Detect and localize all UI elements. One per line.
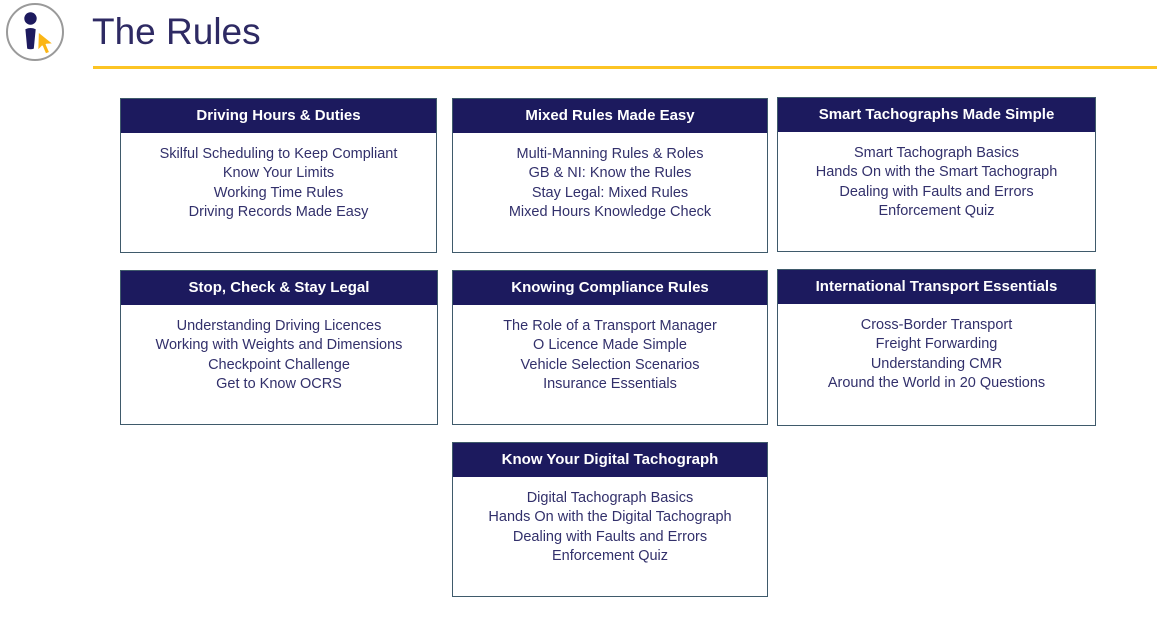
list-item[interactable]: Dealing with Faults and Errors <box>839 183 1034 200</box>
topic-card-mixed-rules-made-easy[interactable]: Mixed Rules Made Easy Multi-Manning Rule… <box>452 98 768 253</box>
list-item[interactable]: Understanding Driving Licences <box>176 318 382 334</box>
card-title: Know Your Digital Tachograph <box>453 443 767 477</box>
topic-card-know-your-digital-tachograph[interactable]: Know Your Digital Tachograph Digital Tac… <box>452 442 768 597</box>
list-item[interactable]: Vehicle Selection Scenarios <box>520 356 700 373</box>
card-item-list: Multi-Manning Rules & Roles GB & NI: Kno… <box>453 133 767 233</box>
topic-card-international-transport-essentials[interactable]: International Transport Essentials Cross… <box>777 269 1096 426</box>
info-person-cursor-icon <box>6 3 64 61</box>
card-title: Stop, Check & Stay Legal <box>121 271 437 305</box>
list-item[interactable]: The Role of a Transport Manager <box>503 318 717 334</box>
list-item[interactable]: Stay Legal: Mixed Rules <box>531 184 689 201</box>
list-item[interactable]: Smart Tachograph Basics <box>854 145 1019 161</box>
list-item[interactable]: GB & NI: Know the Rules <box>528 165 692 182</box>
list-item[interactable]: Multi-Manning Rules & Roles <box>516 146 704 162</box>
card-item-list: Digital Tachograph Basics Hands On with … <box>453 477 767 577</box>
list-item[interactable]: Enforcement Quiz <box>878 203 995 220</box>
card-title: Knowing Compliance Rules <box>453 271 767 305</box>
card-title: Mixed Rules Made Easy <box>453 99 767 133</box>
page-title: The Rules <box>92 11 261 52</box>
card-title: International Transport Essentials <box>778 270 1095 304</box>
list-item[interactable]: Digital Tachograph Basics <box>526 490 694 506</box>
list-item[interactable]: Mixed Hours Knowledge Check <box>508 204 712 221</box>
list-item[interactable]: Skilful Scheduling to Keep Compliant <box>159 146 398 162</box>
list-item[interactable]: Driving Records Made Easy <box>188 204 369 221</box>
topic-card-smart-tachographs-made-simple[interactable]: Smart Tachographs Made Simple Smart Tach… <box>777 97 1096 252</box>
list-item[interactable]: Cross-Border Transport <box>860 317 1013 333</box>
topic-card-knowing-compliance-rules[interactable]: Knowing Compliance Rules The Role of a T… <box>452 270 768 425</box>
list-item[interactable]: Around the World in 20 Questions <box>827 375 1046 392</box>
list-item[interactable]: Working with Weights and Dimensions <box>155 337 403 354</box>
card-item-list: Skilful Scheduling to Keep Compliant Kno… <box>121 133 436 233</box>
card-title: Driving Hours & Duties <box>121 99 436 133</box>
list-item[interactable]: Enforcement Quiz <box>551 548 669 565</box>
topic-card-driving-hours-duties[interactable]: Driving Hours & Duties Skilful Schedulin… <box>120 98 437 253</box>
card-item-list: The Role of a Transport Manager O Licenc… <box>453 305 767 405</box>
page-header: The Rules <box>0 0 1174 80</box>
list-item[interactable]: Get to Know OCRS <box>216 376 342 393</box>
logo-glyph <box>24 12 55 55</box>
list-item[interactable]: Checkpoint Challenge <box>208 356 350 373</box>
topic-card-stop-check-stay-legal[interactable]: Stop, Check & Stay Legal Understanding D… <box>120 270 438 425</box>
card-item-list: Understanding Driving Licences Working w… <box>121 305 437 405</box>
list-item[interactable]: Understanding CMR <box>870 355 1003 372</box>
list-item[interactable]: O Licence Made Simple <box>533 337 687 354</box>
list-item[interactable]: Freight Forwarding <box>875 336 998 353</box>
card-item-list: Cross-Border Transport Freight Forwardin… <box>778 304 1095 404</box>
list-item[interactable]: Working Time Rules <box>213 184 344 201</box>
list-item[interactable]: Insurance Essentials <box>543 376 677 393</box>
list-item[interactable]: Dealing with Faults and Errors <box>512 528 708 545</box>
list-item[interactable]: Know Your Limits <box>222 165 335 182</box>
title-underline-rule <box>93 66 1157 69</box>
list-item[interactable]: Hands On with the Smart Tachograph <box>815 164 1058 181</box>
card-item-list: Smart Tachograph Basics Hands On with th… <box>778 132 1095 232</box>
card-title: Smart Tachographs Made Simple <box>778 98 1095 132</box>
list-item[interactable]: Hands On with the Digital Tachograph <box>488 509 732 526</box>
